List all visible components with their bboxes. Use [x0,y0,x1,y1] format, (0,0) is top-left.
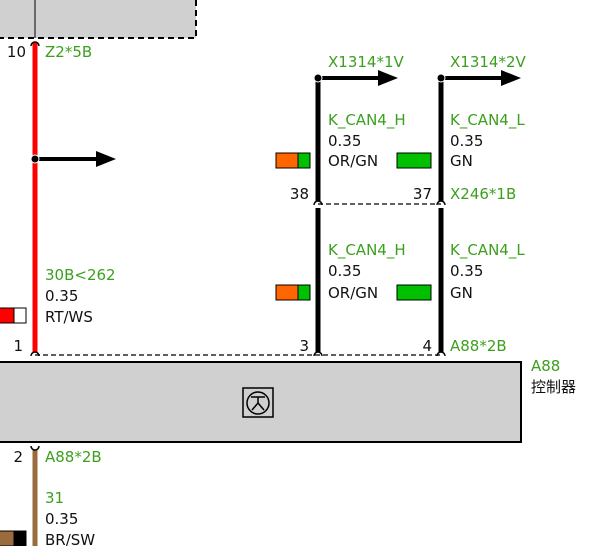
pin-terminal-4 [436,351,446,357]
pin-10-label: 10 [7,43,26,61]
signal-31-label: 31 [45,489,64,507]
pin-37-label: 37 [413,185,432,203]
pin-terminal-1 [30,351,40,357]
wire-size-red-label: 0.35 [45,287,78,305]
pin-1-label: 1 [13,337,23,355]
wire-color-h-upper-label: OR/GN [328,152,378,170]
swatch-gn-upper [396,152,432,169]
connector-z2-label: Z2*5B [45,43,92,61]
pin-terminal-10 [30,41,40,47]
dest-arrow-l-icon [501,70,521,86]
swatch-rt-ws [0,307,27,324]
pin-terminals [30,41,446,451]
wire-size-l-upper-label: 0.35 [450,132,483,150]
pin-terminal-3 [313,351,323,357]
pin-4-label: 4 [422,337,432,355]
signal-can-h-lower-label: K_CAN4_H [328,241,406,260]
wire-color-rt-ws-label: RT/WS [45,308,93,326]
splice-dot [30,154,40,164]
wire-color-h-lower-label: OR/GN [328,284,378,302]
pin-terminal-37 [436,200,446,206]
pin-38-label: 38 [290,185,309,203]
wire-size-h-upper-label: 0.35 [328,132,361,150]
branch-arrow-head-icon [96,151,116,167]
wire-size-brown-label: 0.35 [45,510,78,528]
signal-can-l-upper-label: K_CAN4_L [450,111,525,130]
dest-x1314-2v-label: X1314*2V [450,53,526,71]
module-id-label: A88 [531,357,560,375]
dest-arrow-h-icon [378,70,398,86]
upper-component-box [0,0,197,39]
pin-3-label: 3 [299,337,309,355]
module-name-label: 控制器 [531,378,576,396]
swatch-gn-lower [396,284,432,301]
connector-a88-2b-bottom-label: A88*2B [45,448,102,466]
connector-x246-label: X246*1B [450,185,516,203]
swatch-or-gn-upper [275,152,311,169]
connector-a88-2b-label: A88*2B [450,337,507,355]
wire-size-h-lower-label: 0.35 [328,262,361,280]
wire-color-br-sw-label: BR/SW [45,531,95,546]
pin-2-label: 2 [13,448,23,466]
dest-dot-l [436,73,446,83]
transistor-symbol-icon [242,387,274,418]
wire-color-l-upper-label: GN [450,152,473,170]
signal-can-h-upper-label: K_CAN4_H [328,111,406,130]
dest-dot-h [313,73,323,83]
pin-terminal-38 [313,200,323,206]
swatch-br-sw [0,530,27,546]
signal-30b-label: 30B<262 [45,266,116,284]
signal-can-l-lower-label: K_CAN4_L [450,241,525,260]
swatch-or-gn-lower [275,284,311,301]
pin-terminal-2 [30,445,40,451]
dest-x1314-1v-label: X1314*1V [328,53,404,71]
wire-color-l-lower-label: GN [450,284,473,302]
wire-size-l-lower-label: 0.35 [450,262,483,280]
